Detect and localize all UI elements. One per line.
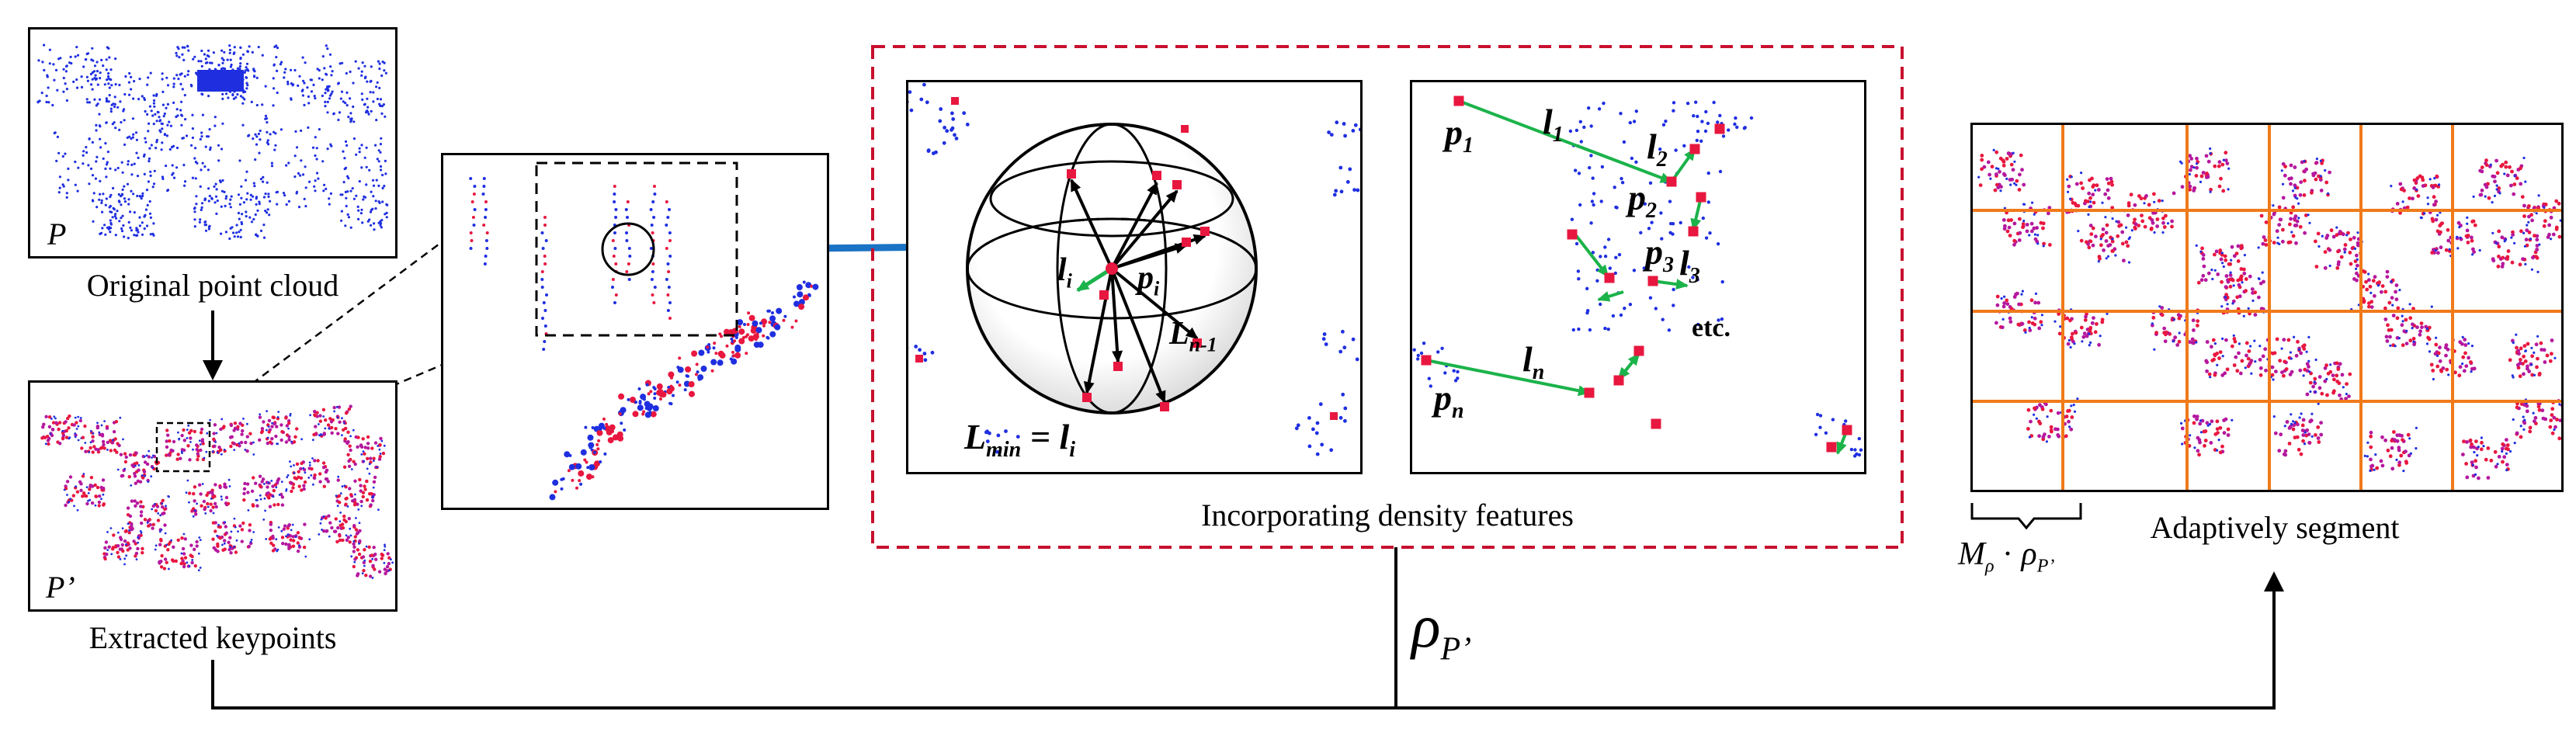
neighbor-distance-panel: p1 l1 l2 p2 p3 l3 etc. ln pn [1410, 80, 1866, 474]
segmented-panel [1970, 123, 2564, 492]
extracted-keypoints-image [40, 404, 394, 579]
extracted-keypoints-panel: P’ [28, 380, 398, 612]
original-point-cloud-panel: P [28, 27, 398, 258]
label-Lmin-eq-li: Lmin = li [964, 417, 1076, 463]
segment-brace [1970, 503, 2082, 530]
label-p2: p2 [1628, 178, 1657, 224]
caption-density-features: Incorporating density features [1201, 498, 1574, 533]
original-point-cloud-image [36, 43, 389, 241]
label-pi-sphere: pi [1137, 260, 1160, 300]
label-p1: p1 [1445, 113, 1474, 158]
caption-extracted-keypoints: Extracted keypoints [89, 620, 337, 655]
label-l2: l2 [1647, 127, 1668, 172]
label-etc: etc. [1692, 314, 1731, 342]
caption-original-point-cloud: Original point cloud [86, 268, 339, 303]
zoomed-keypoints-panel [441, 153, 829, 510]
sphere-diagram [908, 82, 1360, 456]
label-P: P [47, 217, 67, 252]
label-P-prime: P’ [46, 570, 75, 605]
label-pn: pn [1434, 378, 1464, 424]
m-rho-label: Mρ · ρP’ [1958, 536, 2055, 577]
feedback-line [211, 571, 2284, 709]
label-l3: l3 [1679, 243, 1700, 289]
segmented-image [1973, 125, 2561, 490]
label-Ln-1: Ln-1 [1169, 316, 1217, 356]
rho-label: ρP’ [1411, 592, 1472, 668]
caption-adaptively-segment: Adaptively segment [2150, 510, 2400, 545]
label-ln: ln [1522, 339, 1545, 385]
label-l1: l1 [1543, 102, 1564, 147]
neighbor-distance-diagram [1412, 95, 1863, 458]
zoomed-keypoints-image [469, 161, 819, 501]
label-p3: p3 [1645, 232, 1674, 278]
sphere-panel: li pi Ln-1 Lmin = li [906, 80, 1363, 474]
label-li-sphere: li [1057, 252, 1072, 293]
